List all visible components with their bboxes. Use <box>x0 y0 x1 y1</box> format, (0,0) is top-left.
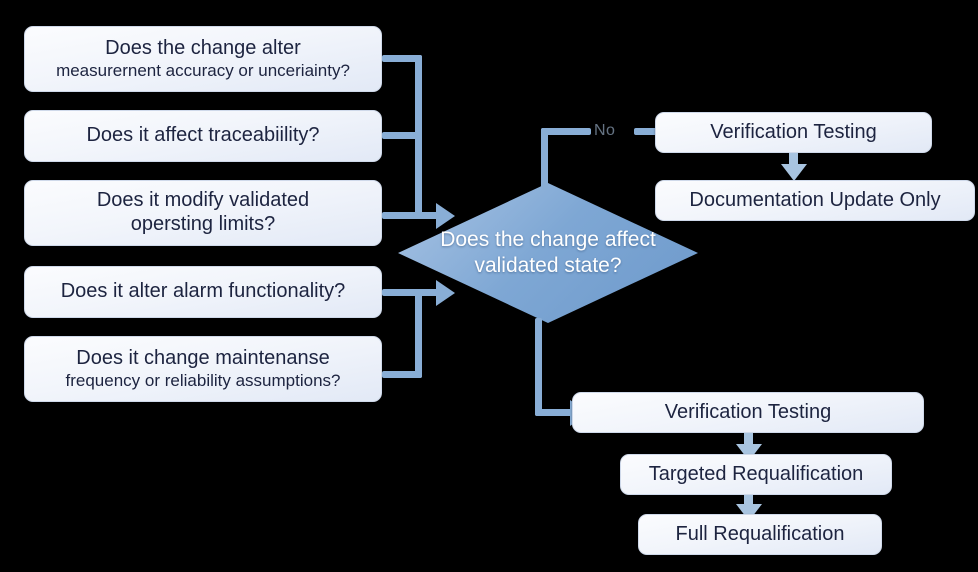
question-box-4-line1: Does it alter alarm functionality? <box>60 280 346 303</box>
question-box-5[interactable]: Does it change maintenanse frequency or … <box>24 336 382 402</box>
arrow-into-diamond-upper <box>436 203 455 229</box>
connector-q1-horizontal <box>382 55 422 62</box>
question-box-4[interactable]: Does it alter alarm functionality? <box>24 266 382 318</box>
question-box-5-line1: Does it change maintenanse <box>76 347 330 370</box>
connector-no-horizontal <box>541 128 591 135</box>
question-box-3-line2: opersting limits? <box>130 213 276 235</box>
arrow-into-diamond-lower <box>436 280 455 306</box>
decision-label-line2: affect validated state? <box>474 228 656 277</box>
connector-q4-horizontal <box>382 289 442 296</box>
connector-yes-stem-1 <box>744 433 753 447</box>
connector-no-stem-1 <box>789 153 798 167</box>
yes-branch-box-3[interactable]: Full Requalification <box>638 514 882 555</box>
no-branch-box-2-label: Documentation Update Only <box>689 188 941 211</box>
no-branch-box-1[interactable]: Verification Testing <box>655 112 932 153</box>
question-box-3-line1: Does it modify validated <box>96 189 310 212</box>
yes-branch-box-1-label: Verification Testing <box>664 400 832 423</box>
connector-q5-vertical <box>415 289 422 378</box>
connector-q5-horizontal <box>382 371 422 378</box>
arrow-no-branch-1 <box>781 164 807 181</box>
question-box-5-line2: frequency or reliability assumptions? <box>65 370 341 390</box>
question-box-3[interactable]: Does it modify validated opersting limit… <box>24 180 382 246</box>
decision-label: Does the change affect validated state? <box>431 227 665 278</box>
question-box-1[interactable]: Does the change alter measurernent accur… <box>24 26 382 92</box>
connector-no-vertical <box>541 128 548 190</box>
connector-yes-vertical <box>535 318 542 416</box>
question-box-2-line1: Does it affect traceabiility? <box>86 124 320 147</box>
yes-branch-box-1[interactable]: Verification Testing <box>572 392 924 433</box>
question-box-1-line2: measurernent accuracy or unceriainty? <box>56 60 350 80</box>
connector-no-horizontal-2 <box>634 128 662 135</box>
no-branch-box-2[interactable]: Documentation Update Only <box>655 180 975 221</box>
decision-diamond[interactable]: Does the change affect validated state? <box>398 183 698 323</box>
edge-label-no: No <box>594 122 616 139</box>
decision-label-line1: Does the change <box>440 228 599 252</box>
question-box-2[interactable]: Does it affect traceabiility? <box>24 110 382 162</box>
yes-branch-box-3-label: Full Requalification <box>675 522 845 545</box>
yes-branch-box-2-label: Targeted Requalification <box>648 462 864 485</box>
no-branch-box-1-label: Verification Testing <box>710 120 877 143</box>
connector-q3-horizontal <box>382 212 442 219</box>
question-box-1-line1: Does the change alter <box>105 37 301 60</box>
connector-q2-horizontal <box>382 132 422 139</box>
yes-branch-box-2[interactable]: Targeted Requalification <box>620 454 892 495</box>
connector-yes-stem-2 <box>744 495 753 507</box>
connector-yes-horizontal <box>535 409 577 416</box>
